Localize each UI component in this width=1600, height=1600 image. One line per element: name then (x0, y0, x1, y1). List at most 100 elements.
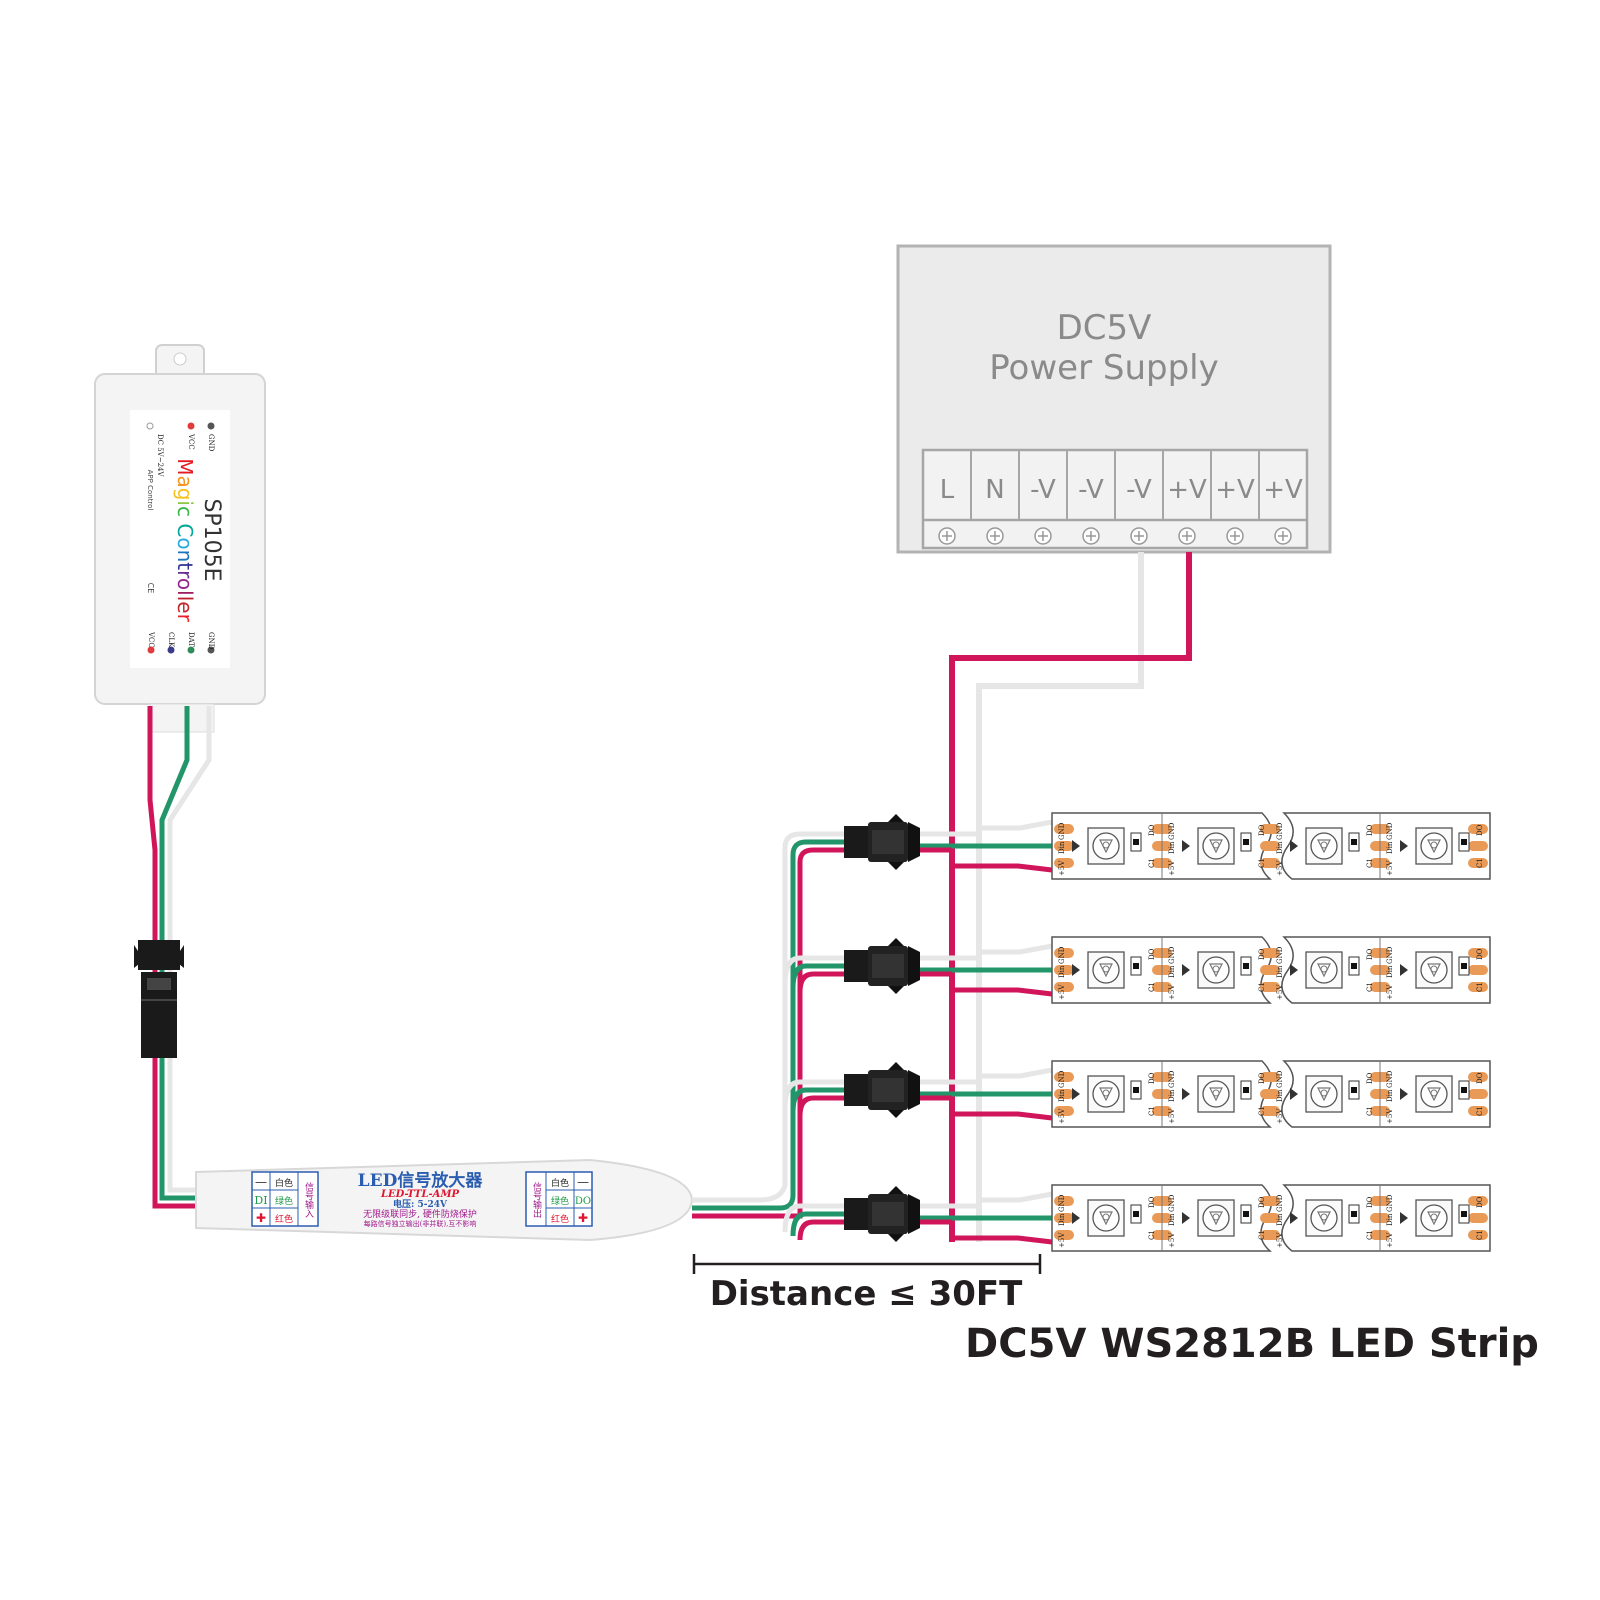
distance-label: Distance ≤ 30FT (710, 1274, 1023, 1314)
amp-out-sym-plus: ✚ (578, 1211, 588, 1225)
pin-vcc-in: VCC (187, 433, 195, 450)
trunk-red-wire (692, 847, 845, 1219)
ws2812b-led-chip (1305, 827, 1343, 865)
controller-output-pins: GND DAT CLK VCC (147, 631, 215, 654)
pin-gnd-in: GND (207, 434, 215, 452)
terminal-label: -V (1078, 475, 1104, 505)
pin-dc-in: DC 5V~24V (156, 434, 164, 477)
ws2812b-led-chip (1305, 1075, 1343, 1113)
ws2812b-led-chip (1415, 1075, 1453, 1113)
ws2812b-led-chip (1197, 951, 1235, 989)
label-5v: +5V (1058, 1108, 1066, 1124)
capacitor (1130, 832, 1142, 852)
data-direction-arrow (1400, 1212, 1408, 1224)
controller-name-part: c (173, 506, 197, 523)
controller-app-text: APP Control (146, 470, 154, 511)
label-5v: +5V (1058, 1232, 1066, 1248)
label-c1: C1 (1476, 1230, 1484, 1240)
label-din: Din (1386, 1089, 1394, 1102)
strip-title: DC5V WS2812B LED Strip (965, 1321, 1539, 1367)
data-direction-arrow (1182, 1088, 1190, 1100)
label-din: Din (1058, 1089, 1066, 1102)
label-do: DO (1476, 1196, 1484, 1208)
pin-dat-out: DAT (187, 632, 195, 647)
led-strip-row: GNDDin+5VDOC1GNDDin+5VDOC1GNDDin+5VDOC1G… (844, 812, 1491, 880)
power-supply-subtitle: Power Supply (989, 348, 1218, 388)
capacitor (1240, 1204, 1252, 1224)
ws2812b-led-chip (1087, 951, 1125, 989)
label-do: DO (1476, 948, 1484, 960)
label-5v: +5V (1058, 860, 1066, 876)
capacitor (1130, 956, 1142, 976)
label-do: DO (1148, 948, 1156, 960)
label-c1: C1 (1366, 1230, 1374, 1240)
controller-name-part: e (173, 601, 197, 613)
controller-name-part: r (173, 614, 197, 623)
label-do: DO (1476, 824, 1484, 836)
pin-clk-out: CLK (167, 632, 175, 648)
label-5v: +5V (1168, 984, 1176, 1000)
ws2812b-led-chip (1305, 951, 1343, 989)
ctl-red-wire (147, 706, 196, 1209)
label-do: DO (1366, 1072, 1374, 1084)
controller-model: SP105E (199, 498, 224, 581)
controller-name-part: a (173, 475, 197, 487)
data-direction-arrow (1072, 1088, 1080, 1100)
label-din: Din (1386, 841, 1394, 854)
label-c1: C1 (1476, 858, 1484, 868)
label-do: DO (1476, 1072, 1484, 1084)
amplifier-output-table: 信号输出 白色 绿色 红色 — DO ✚ (525, 1171, 593, 1227)
controller-name-part: g (173, 488, 197, 501)
amplifier-subtitle: LED-TTL-AMP (380, 1189, 460, 1200)
label-c1: C1 (1258, 1106, 1266, 1116)
capacitor (1240, 956, 1252, 976)
capacitor (1240, 1080, 1252, 1100)
magic-controller: SP105E Magic Controller APP Control CE G… (94, 344, 266, 733)
jst-connector (844, 938, 920, 994)
label-5v: +5V (1276, 1108, 1284, 1124)
led-strip-row: GNDDin+5VDOC1GNDDin+5VDOC1GNDDin+5VDOC1G… (782, 1060, 1491, 1128)
controller-name-part: t (173, 562, 197, 570)
label-c1: C1 (1148, 982, 1156, 992)
ws2812b-led-chip (1197, 827, 1235, 865)
label-c1: C1 (1148, 1106, 1156, 1116)
amplifier-input-table: — DI ✚ 白色 绿色 红色 信号输入 (251, 1171, 319, 1227)
capacitor (1348, 832, 1360, 852)
label-c1: C1 (1148, 1230, 1156, 1240)
amp-out-sym-gnd: — (577, 1175, 589, 1189)
ctl-white-wire (167, 706, 212, 1193)
amp-out-row-white: 白色 (551, 1177, 569, 1189)
label-din: Din (1386, 965, 1394, 978)
label-din: Din (1168, 965, 1176, 978)
distance-marker: Distance ≤ 30FT (692, 1254, 1042, 1314)
terminal-label: +V (1215, 475, 1255, 505)
amp-in-row-green: 绿色 (275, 1195, 293, 1207)
controller-name-part: r (173, 570, 197, 579)
label-gnd: GND (1386, 1194, 1394, 1212)
label-c1: C1 (1148, 858, 1156, 868)
label-do: DO (1258, 1072, 1266, 1084)
amp-in-row-red: 红色 (275, 1213, 293, 1225)
ws2812b-led-chip (1305, 1199, 1343, 1237)
controller-name: Magic Controller (173, 458, 197, 622)
label-din: Din (1168, 1213, 1176, 1226)
ws2812b-led-chip (1415, 1199, 1453, 1237)
amp-in-side: 信号输入 (303, 1181, 314, 1218)
amp-out-sym-do: DO (575, 1196, 591, 1207)
label-din: Din (1168, 841, 1176, 854)
data-direction-arrow (1400, 840, 1408, 852)
label-gnd: GND (1276, 1194, 1284, 1212)
data-direction-arrow (1290, 840, 1298, 852)
terminal-label: L (940, 475, 955, 505)
label-do: DO (1258, 824, 1266, 836)
label-c1: C1 (1258, 858, 1266, 868)
ctl-green-wire (159, 706, 196, 1201)
amp-in-sym-plus: ✚ (256, 1211, 266, 1225)
capacitor (1458, 1204, 1470, 1224)
controller-name-part: C (173, 523, 197, 537)
label-5v: +5V (1386, 984, 1394, 1000)
data-direction-arrow (1072, 1212, 1080, 1224)
data-direction-arrow (1182, 1212, 1190, 1224)
data-direction-arrow (1072, 840, 1080, 852)
controller-input-pins: GND VCC DC 5V~24V (146, 422, 215, 477)
